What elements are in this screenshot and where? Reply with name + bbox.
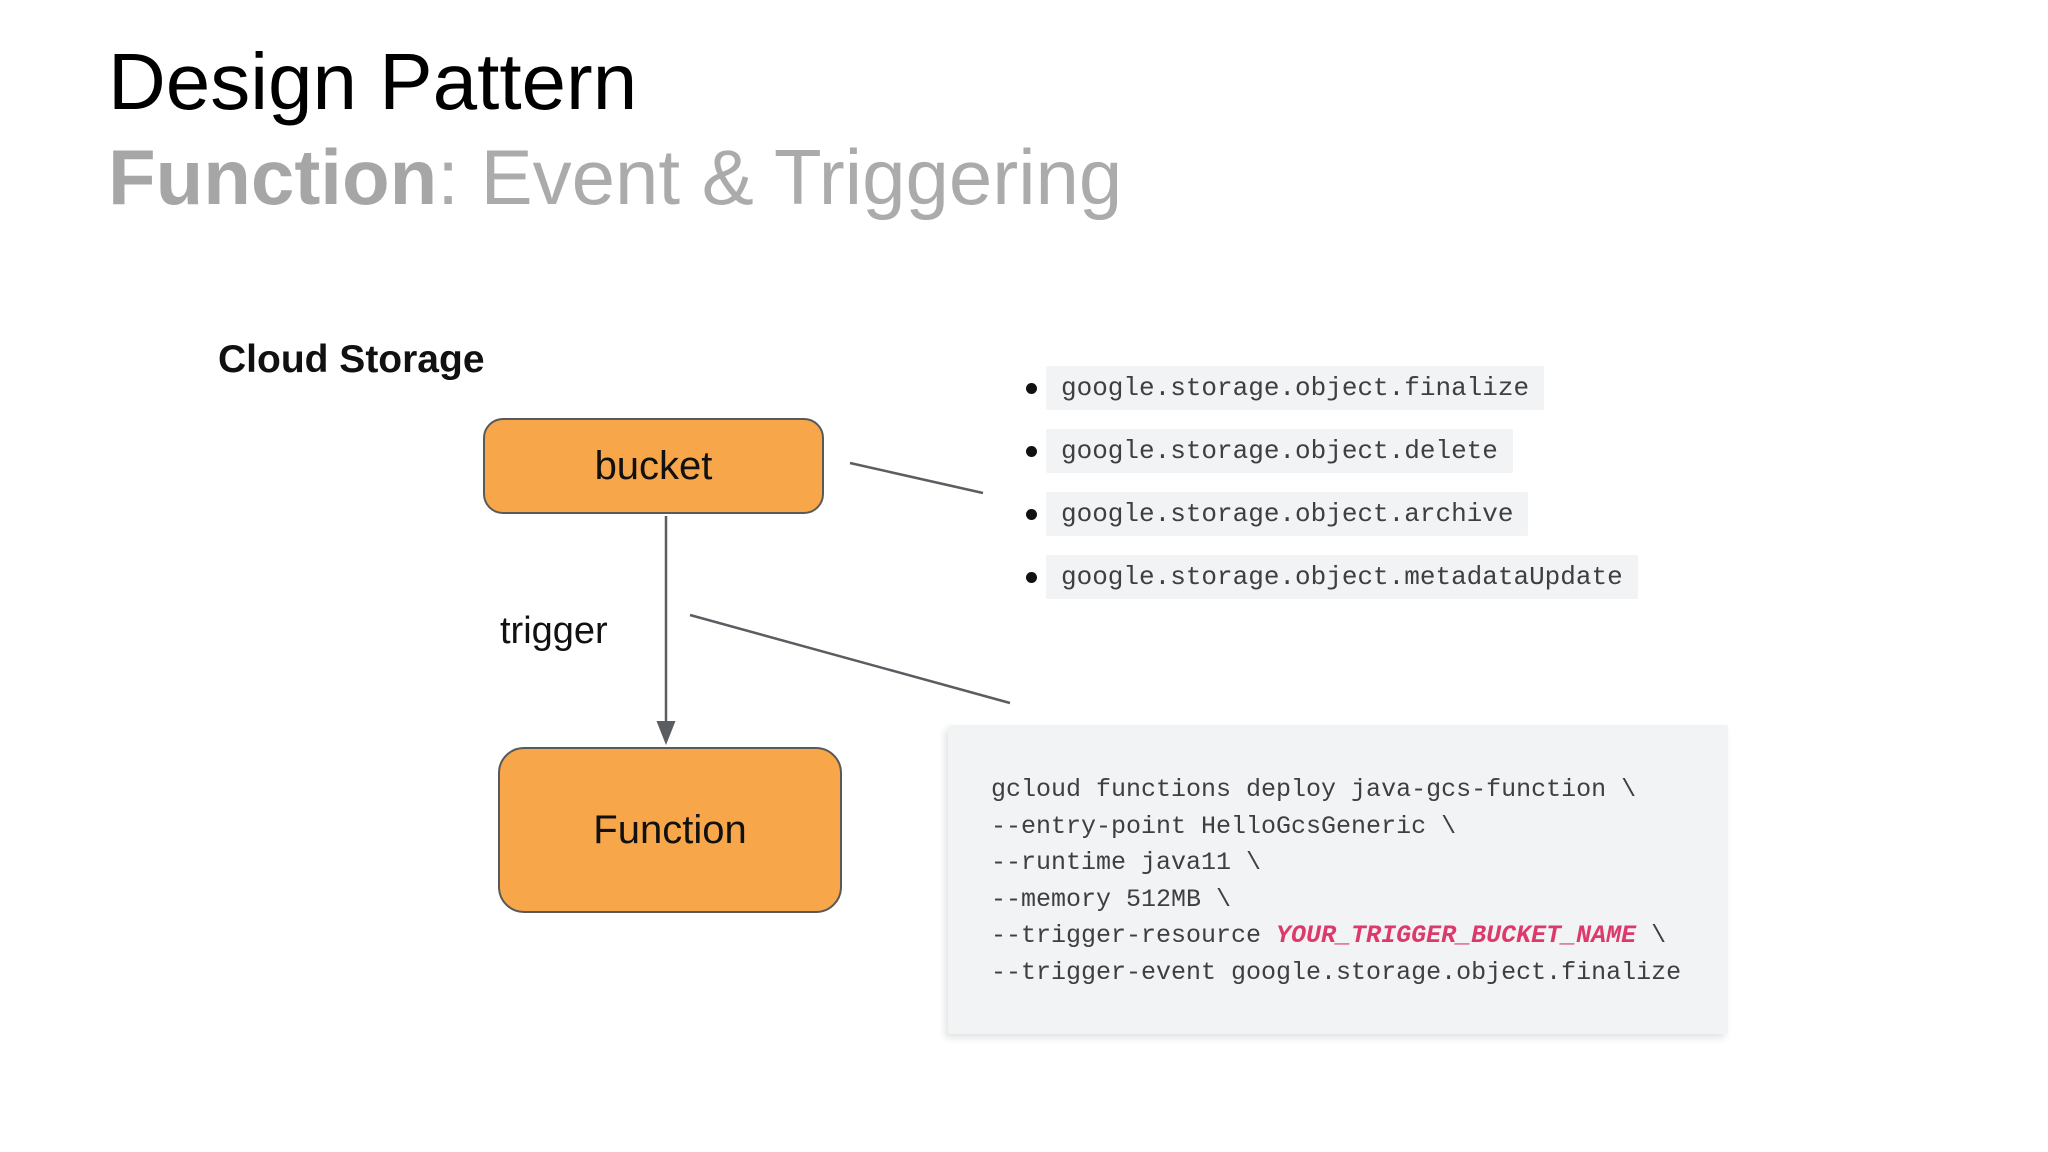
event-list-item: google.storage.object.delete — [1026, 429, 1638, 473]
trigger-resource-suffix: \ — [1636, 921, 1667, 950]
function-node-label: Function — [593, 807, 747, 852]
code-line-entry-point: --entry-point HelloGcsGeneric \ — [991, 811, 1457, 841]
code-line-deploy: gcloud functions deploy java-gcs-functio… — [991, 775, 1637, 804]
event-finalize: google.storage.object.finalize — [1046, 366, 1545, 410]
bullet-dot-icon — [1026, 508, 1037, 520]
event-list: google.storage.object.finalize google.st… — [1026, 366, 1638, 618]
bullet-dot-icon — [1026, 571, 1037, 583]
event-list-item: google.storage.object.finalize — [1026, 366, 1638, 410]
connector-trigger-to-code — [689, 613, 1011, 705]
code-line-trigger-resource: --trigger-resource YOUR_TRIGGER_BUCKET_N… — [991, 918, 1708, 955]
code-line-runtime: --runtime java11 \ — [991, 848, 1262, 877]
code-line-memory: --memory 512MB \ — [991, 884, 1232, 914]
connector-bucket-to-events — [849, 461, 984, 495]
trigger-bucket-name-placeholder: YOUR_TRIGGER_BUCKET_NAME — [1276, 921, 1637, 950]
trigger-label: trigger — [500, 610, 608, 652]
slide-title: Design Pattern — [108, 37, 638, 126]
cloud-storage-label: Cloud Storage — [218, 338, 485, 381]
function-node: Function — [498, 747, 842, 913]
event-list-item: google.storage.object.archive — [1026, 492, 1638, 536]
bullet-dot-icon — [1026, 445, 1037, 457]
bucket-node: bucket — [483, 418, 824, 514]
trigger-arrowhead — [656, 721, 676, 745]
slide-subtitle: Function: Event & Triggering — [108, 138, 1122, 216]
bucket-node-label: bucket — [594, 443, 713, 488]
subtitle-bold-part: Function — [108, 133, 438, 221]
event-metadata-update: google.storage.object.metadataUpdate — [1046, 555, 1638, 599]
event-delete: google.storage.object.delete — [1046, 429, 1513, 473]
event-list-item: google.storage.object.metadataUpdate — [1026, 555, 1638, 599]
event-archive: google.storage.object.archive — [1046, 492, 1529, 536]
code-line-trigger-event: --trigger-event google.storage.object.fi… — [991, 957, 1682, 987]
bullet-dot-icon — [1026, 382, 1037, 394]
subtitle-rest-part: : Event & Triggering — [437, 133, 1123, 221]
trigger-resource-prefix: --trigger-resource — [991, 921, 1277, 950]
gcloud-code-block: gcloud functions deploy java-gcs-functio… — [948, 725, 1728, 1034]
